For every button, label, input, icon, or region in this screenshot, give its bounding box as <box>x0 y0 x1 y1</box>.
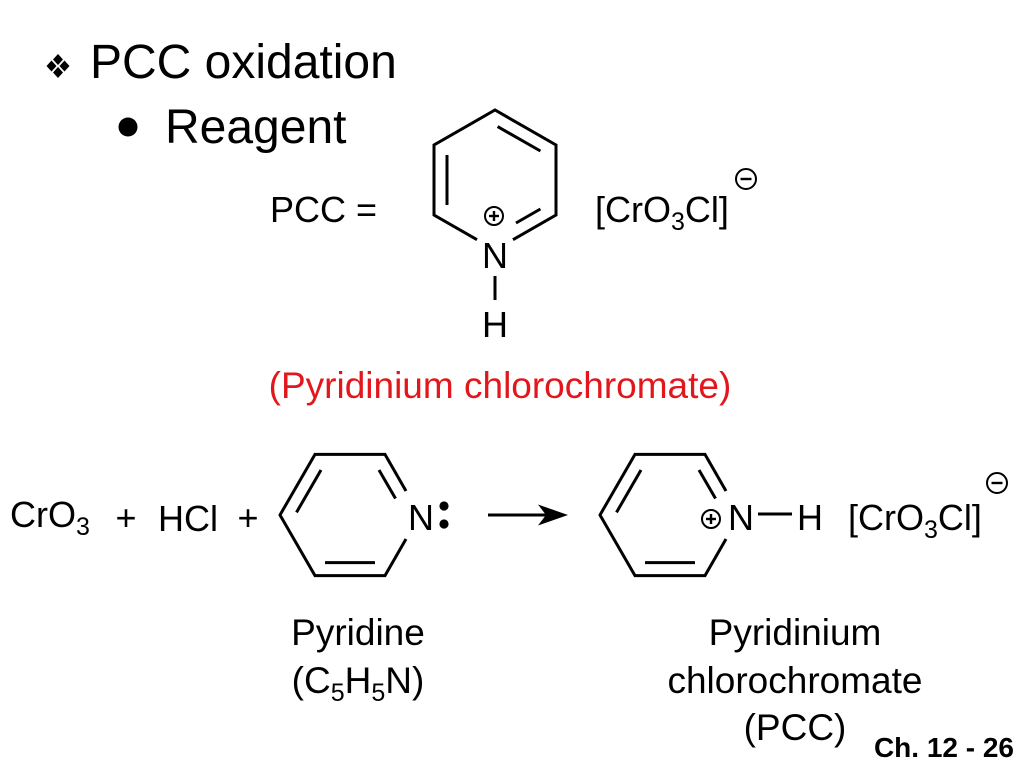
anion-formula-subscript: 3 <box>924 516 938 544</box>
chlorochromate-anion-formula: [CrO3Cl] <box>595 189 729 236</box>
anion-formula-subscript: 3 <box>671 208 685 236</box>
hydrochloric-acid-formula: HCl <box>158 498 218 539</box>
formula-part: N) <box>385 660 424 701</box>
anion-formula-end: Cl] <box>938 497 982 538</box>
formula-part: H <box>345 660 372 701</box>
positive-charge-icon <box>484 206 504 226</box>
diamond-bullet-part <box>46 60 57 72</box>
formula-part: (C <box>292 660 331 701</box>
double-bond-inner-line <box>496 125 542 153</box>
negative-charge-icon <box>986 472 1008 494</box>
lone-pair-icon <box>439 501 449 529</box>
pyridine-name-label: Pyridine <box>291 612 425 653</box>
diamond-bullet-part <box>53 67 63 78</box>
hydrogen-atom-label: H <box>482 304 508 345</box>
arrow-head <box>538 504 568 526</box>
double-bond-inner-line <box>295 469 323 514</box>
ring-bonds <box>278 452 408 578</box>
negative-charge-icon <box>735 168 757 190</box>
plus-sign: + <box>115 497 136 538</box>
reactant-formula-subscript: 3 <box>76 513 90 541</box>
double-bond-inner-line <box>515 207 542 225</box>
diamond-bullet-part <box>53 54 63 65</box>
chromium-trioxide-formula: CrO3 <box>10 494 90 541</box>
product-abbreviation: (PCC) <box>744 707 847 748</box>
reactant-formula-base: CrO <box>10 494 76 535</box>
pyridine-nitrogen-label: N <box>408 497 434 538</box>
plus-sign: + <box>237 497 258 538</box>
slide-subtitle: Reagent <box>165 101 346 154</box>
lone-pair-dot <box>439 501 449 511</box>
pyridinium-ring-icon <box>598 452 728 578</box>
product-name-line: chlorochromate <box>667 660 922 701</box>
ring-bonds <box>598 452 728 578</box>
round-bullet-icon <box>118 117 138 137</box>
anion-formula-start: [CrO <box>848 497 924 538</box>
reagent-label: PCC = <box>270 189 377 230</box>
double-bond-inner-line <box>615 469 643 514</box>
positive-charge-icon <box>701 509 721 529</box>
reaction-arrow-icon <box>488 504 568 526</box>
ring-bonds <box>432 108 558 242</box>
nitrogen-atom-label: N <box>482 235 508 276</box>
slide-title: PCC oxidation <box>90 36 397 89</box>
formula-subscript: 5 <box>331 679 345 707</box>
page-number: Ch. 12 - 26 <box>874 732 1014 763</box>
diamond-bullet-icon <box>46 54 70 78</box>
lone-pair-dot <box>439 519 449 529</box>
pyridine-ring-icon <box>278 452 408 578</box>
double-bond-inner-line <box>377 469 397 500</box>
anion-formula-start: [CrO <box>595 189 671 230</box>
pyridinium-ring-icon <box>432 108 558 242</box>
anion-formula-end: Cl] <box>685 189 729 230</box>
formula-subscript: 5 <box>371 679 385 707</box>
product-name-line: Pyridinium <box>709 612 882 653</box>
product-nitrogen-label: N <box>728 497 754 538</box>
product-hydrogen-label: H <box>797 497 823 538</box>
reagent-name: (Pyridinium chlorochromate) <box>269 365 732 406</box>
double-bond-inner-line <box>697 469 717 500</box>
product-anion-formula: [CrO3Cl] <box>848 497 982 544</box>
diamond-bullet-part <box>59 60 70 72</box>
pyridine-molecular-formula: (C5H5N) <box>292 660 425 707</box>
